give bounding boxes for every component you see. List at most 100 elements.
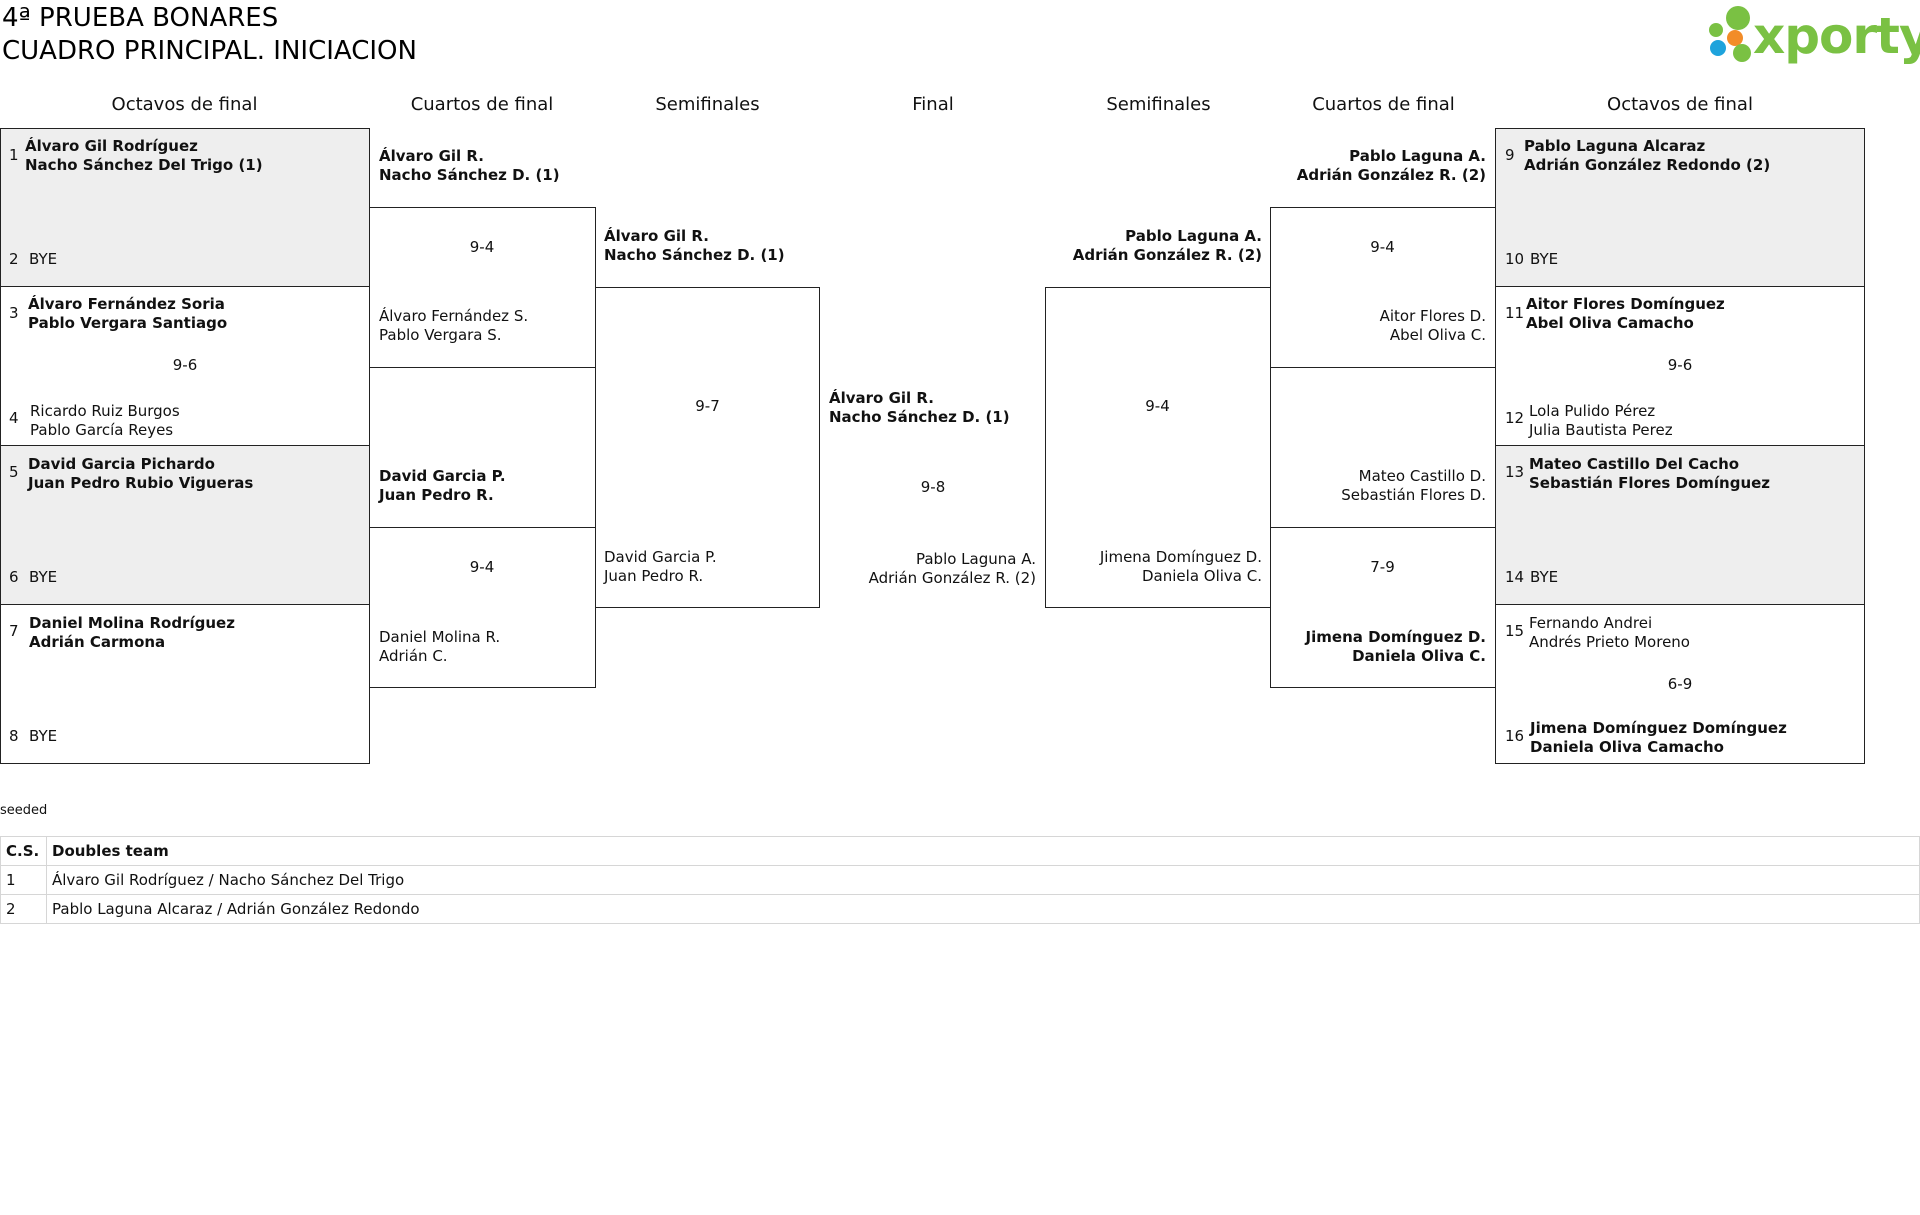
team-player: Adrián González Redondo (2) — [1524, 156, 1771, 174]
team-player: Julia Bautista Perez — [1529, 421, 1673, 439]
seed-number: 14 — [1505, 568, 1525, 586]
match-score: 6-9 — [1667, 675, 1693, 693]
match-score: 7-9 — [1370, 558, 1395, 576]
table-header-row: C.S. Doubles team — [0, 836, 1920, 866]
seed-number: 15 — [1505, 622, 1525, 640]
team-player: Sebastián Flores Domínguez — [1529, 474, 1771, 492]
seed-number: 4 — [9, 409, 19, 427]
match-box-sf-right — [1045, 287, 1271, 608]
team-player: BYE — [1530, 250, 1559, 268]
logo-text: xporty — [1753, 7, 1920, 65]
match-box-sf-left — [595, 287, 820, 608]
match-box-r16-1 — [0, 128, 370, 287]
match-score: 9-4 — [1370, 238, 1395, 256]
seed-number: 7 — [9, 622, 19, 640]
team-cell: Álvaro Gil Rodríguez / Nacho Sánchez Del… — [46, 865, 1920, 895]
team-player: Juan Pedro Rubio Vigueras — [28, 474, 254, 492]
table-row: 2 Pablo Laguna Alcaraz / Adrián González… — [0, 894, 1920, 924]
team-player: BYE — [29, 727, 58, 745]
team-player: Adrián González R. (2) — [1072, 246, 1262, 264]
team-cell: Pablo Laguna Alcaraz / Adrián González R… — [46, 894, 1920, 924]
seed-number: 5 — [9, 463, 19, 481]
seed-number: 3 — [9, 304, 19, 322]
team-player: Álvaro Fernández Soria — [28, 295, 225, 313]
round-header-r16-left: Octavos de final — [111, 94, 258, 115]
finalist-winner: Álvaro Gil R. — [829, 389, 934, 407]
team-player: Mateo Castillo D. — [1358, 467, 1486, 485]
team-player: Daniela Oliva Camacho — [1530, 738, 1724, 756]
column-header: Doubles team — [46, 836, 1920, 866]
page-title: 4ª PRUEBA BONARES — [2, 3, 279, 33]
team-player: Pablo Laguna Alcaraz — [1524, 137, 1706, 155]
seed-number: 11 — [1505, 304, 1525, 322]
round-header-final: Final — [912, 94, 954, 115]
team-player: Daniela Oliva C. — [1142, 567, 1262, 585]
team-player: Jimena Domínguez Domínguez — [1530, 719, 1787, 737]
round-header-sf-right: Semifinales — [1106, 94, 1211, 115]
seed-number: 1 — [9, 146, 19, 164]
finalist-runner-up: Pablo Laguna A. — [915, 550, 1036, 568]
team-player: Álvaro Gil R. — [604, 227, 709, 245]
match-box-r16-8 — [1495, 604, 1865, 764]
match-box-r16-7 — [1495, 445, 1865, 605]
team-player: Nacho Sánchez D. (1) — [379, 166, 560, 184]
match-score: 9-6 — [172, 356, 198, 374]
match-box-r16-3 — [0, 445, 370, 605]
team-player: Daniel Molina R. — [379, 628, 501, 646]
team-player: Pablo Vergara Santiago — [28, 314, 228, 332]
team-player: Adrián González R. (2) — [1296, 166, 1486, 184]
team-player: Andrés Prieto Moreno — [1529, 633, 1690, 651]
finalist-runner-up: Adrián González R. (2) — [868, 569, 1036, 587]
team-player: Ricardo Ruiz Burgos — [30, 402, 180, 420]
team-player: BYE — [29, 250, 58, 268]
team-player: David Garcia P. — [604, 548, 717, 566]
team-player: Nacho Sánchez Del Trigo (1) — [25, 156, 263, 174]
team-player: Jimena Domínguez D. — [1099, 548, 1262, 566]
column-header: C.S. — [0, 836, 47, 866]
seed-number: 6 — [9, 568, 19, 586]
finalist-winner: Nacho Sánchez D. (1) — [829, 408, 1010, 426]
seed-number: 8 — [9, 727, 19, 745]
team-player: Adrián Carmona — [29, 633, 166, 651]
match-score: 9-4 — [469, 558, 495, 576]
team-player: Fernando Andrei — [1529, 614, 1653, 632]
team-player: Juan Pedro R. — [379, 486, 494, 504]
team-player: Daniela Oliva C. — [1352, 647, 1486, 665]
seed-number: 9 — [1505, 146, 1515, 164]
team-player: Adrián C. — [379, 647, 448, 665]
team-player: Mateo Castillo Del Cacho — [1529, 455, 1740, 473]
team-player: Sebastián Flores D. — [1341, 486, 1486, 504]
team-player: Daniel Molina Rodríguez — [29, 614, 235, 632]
round-header-qf-left: Cuartos de final — [410, 94, 554, 115]
round-header-qf-right: Cuartos de final — [1312, 94, 1455, 115]
team-player: Aitor Flores D. — [1379, 307, 1486, 325]
team-player: BYE — [29, 568, 58, 586]
seeded-label: seeded — [0, 803, 48, 818]
seed-number: 10 — [1505, 250, 1525, 268]
team-player: Jimena Domínguez D. — [1305, 628, 1486, 646]
match-score: 9-4 — [469, 238, 495, 256]
seed-number: 16 — [1505, 727, 1525, 745]
team-player: Abel Oliva C. — [1389, 326, 1486, 344]
team-player: Nacho Sánchez D. (1) — [604, 246, 785, 264]
team-player: Álvaro Fernández S. — [379, 307, 529, 325]
team-player: David Garcia P. — [379, 467, 506, 485]
seed-number: 13 — [1505, 463, 1525, 481]
match-score: 9-4 — [1145, 397, 1170, 415]
page-subtitle: CUADRO PRINCIPAL. INICIACION — [2, 36, 417, 66]
match-score: 9-6 — [1667, 356, 1693, 374]
team-player: Álvaro Gil Rodríguez — [25, 137, 198, 155]
team-player: Pablo Laguna A. — [1125, 227, 1262, 245]
team-player: BYE — [1530, 568, 1559, 586]
xporty-logo: xporty — [1690, 0, 1920, 70]
team-player: Pablo Laguna A. — [1349, 147, 1486, 165]
round-header-sf-left: Semifinales — [655, 94, 760, 115]
team-player: Abel Oliva Camacho — [1526, 314, 1694, 332]
seed-number: 2 — [9, 250, 19, 268]
table-row: 1 Álvaro Gil Rodríguez / Nacho Sánchez D… — [0, 865, 1920, 895]
match-box-r16-5 — [1495, 128, 1865, 287]
seeds-table: C.S. Doubles team 1 Álvaro Gil Rodríguez… — [0, 836, 1920, 924]
team-player: Lola Pulido Pérez — [1529, 402, 1656, 420]
match-score: 9-7 — [695, 397, 720, 415]
team-player: Pablo Vergara S. — [379, 326, 502, 344]
